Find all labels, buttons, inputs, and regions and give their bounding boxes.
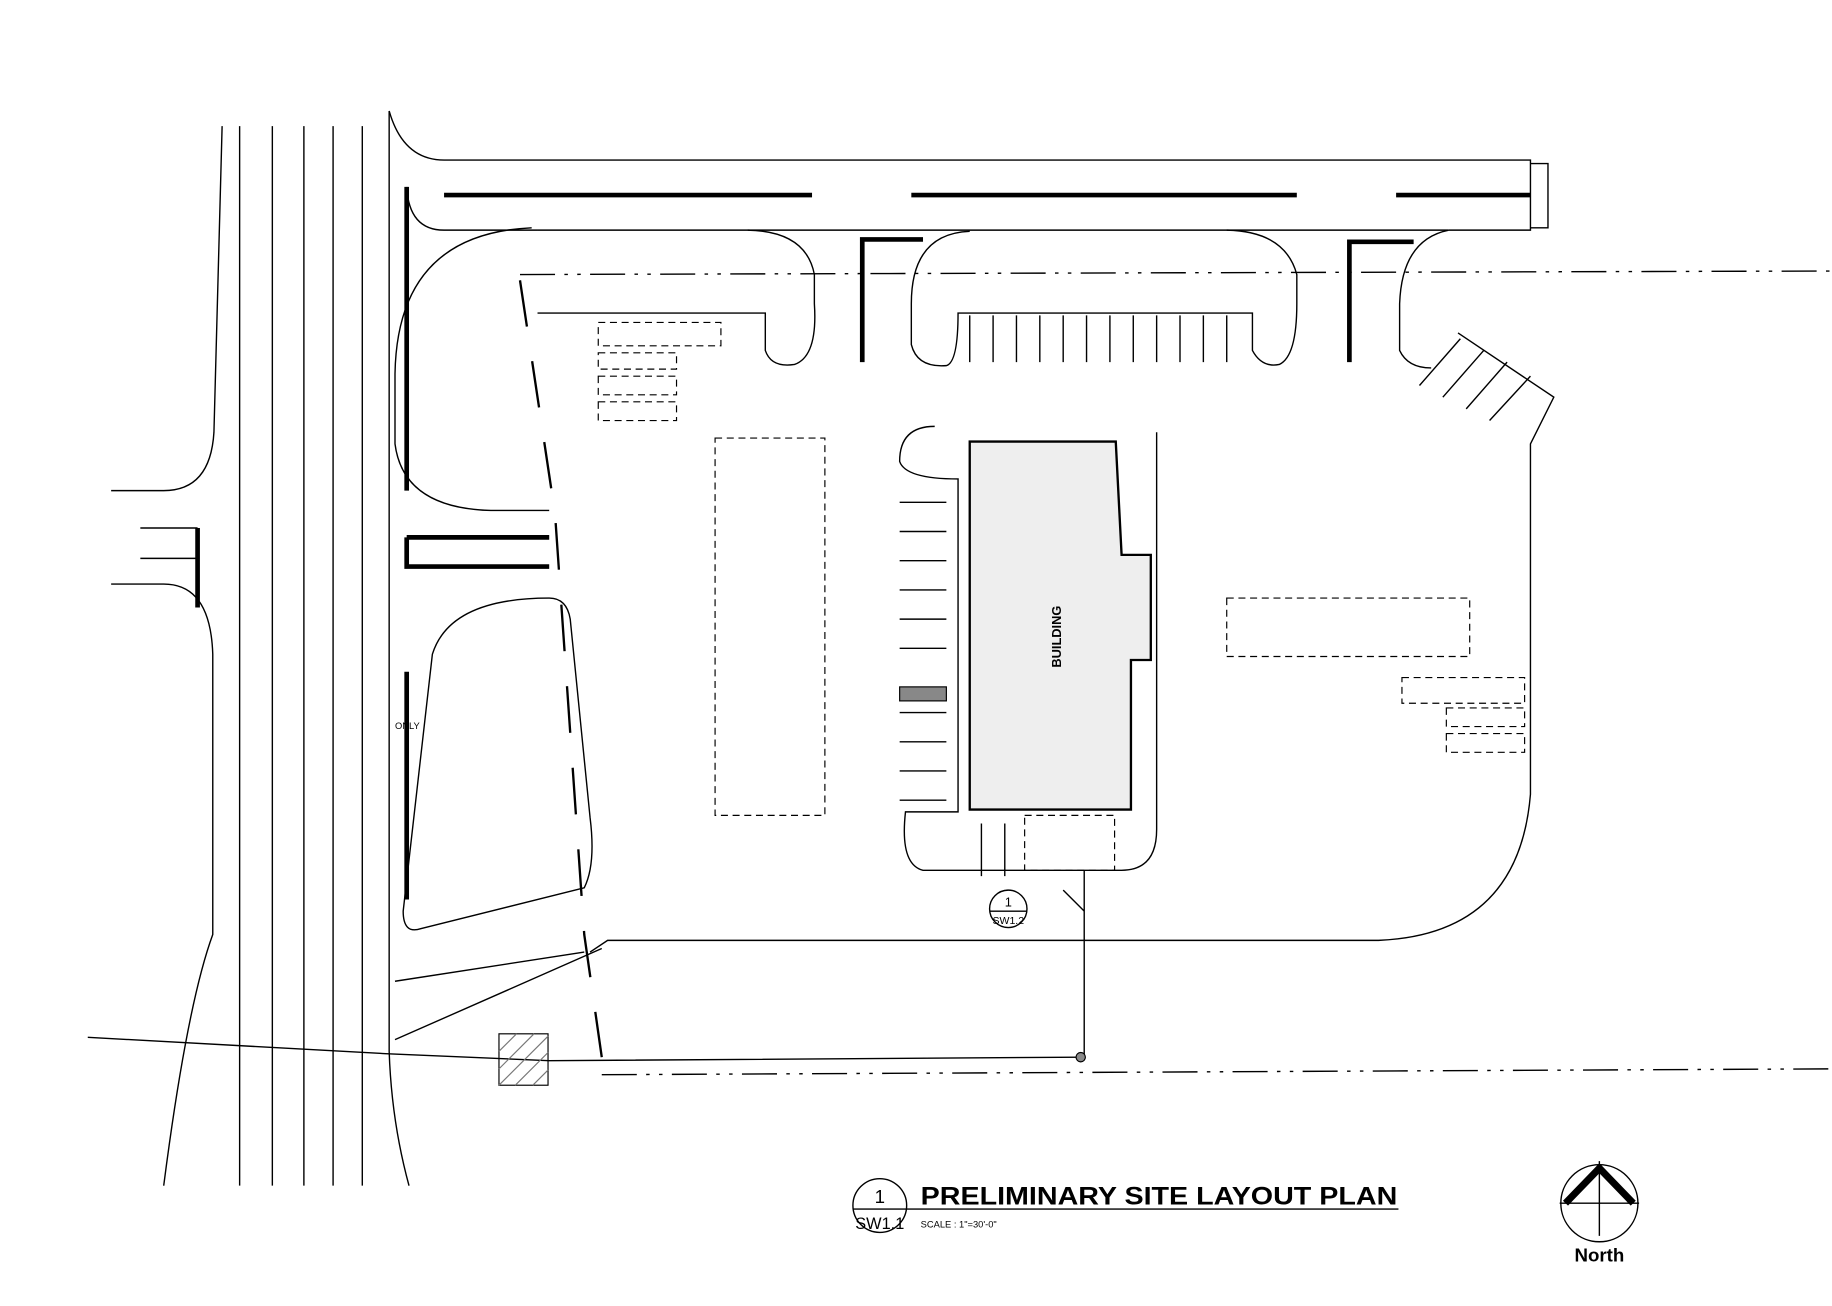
main-road: [87, 110, 1081, 1186]
callout-sheet: SW1.2: [993, 915, 1025, 927]
detail-number: 1: [875, 1186, 885, 1207]
lane-only-label: ONLY: [395, 721, 420, 731]
north-drive: [388, 110, 1549, 491]
dashed-pads: [597, 321, 1526, 816]
sheet-reference: SW1.1: [855, 1215, 904, 1233]
property-line-south: [601, 1068, 1832, 1076]
property-line-west: [518, 280, 603, 1058]
drawing-scale: SCALE : 1"=30'-0": [921, 1220, 997, 1230]
callout-number: 1: [1005, 894, 1012, 909]
title-block: 1 SW1.1 PRELIMINARY SITE LAYOUT PLAN SCA…: [852, 1177, 1399, 1234]
parking-islands: [394, 227, 1555, 1041]
building-label: BUILDING: [1049, 606, 1064, 668]
detail-callout: 1 SW1.2: [988, 889, 1028, 929]
drawing-title: PRELIMINARY SITE LAYOUT PLAN: [921, 1183, 1398, 1210]
north-arrow: North: [1559, 1161, 1640, 1266]
property-line-north: [519, 270, 1832, 276]
parking-stalls: [899, 315, 1531, 877]
building: BUILDING: [898, 425, 1158, 1063]
north-label: North: [1574, 1245, 1624, 1266]
hatched-structure: [498, 1033, 549, 1086]
